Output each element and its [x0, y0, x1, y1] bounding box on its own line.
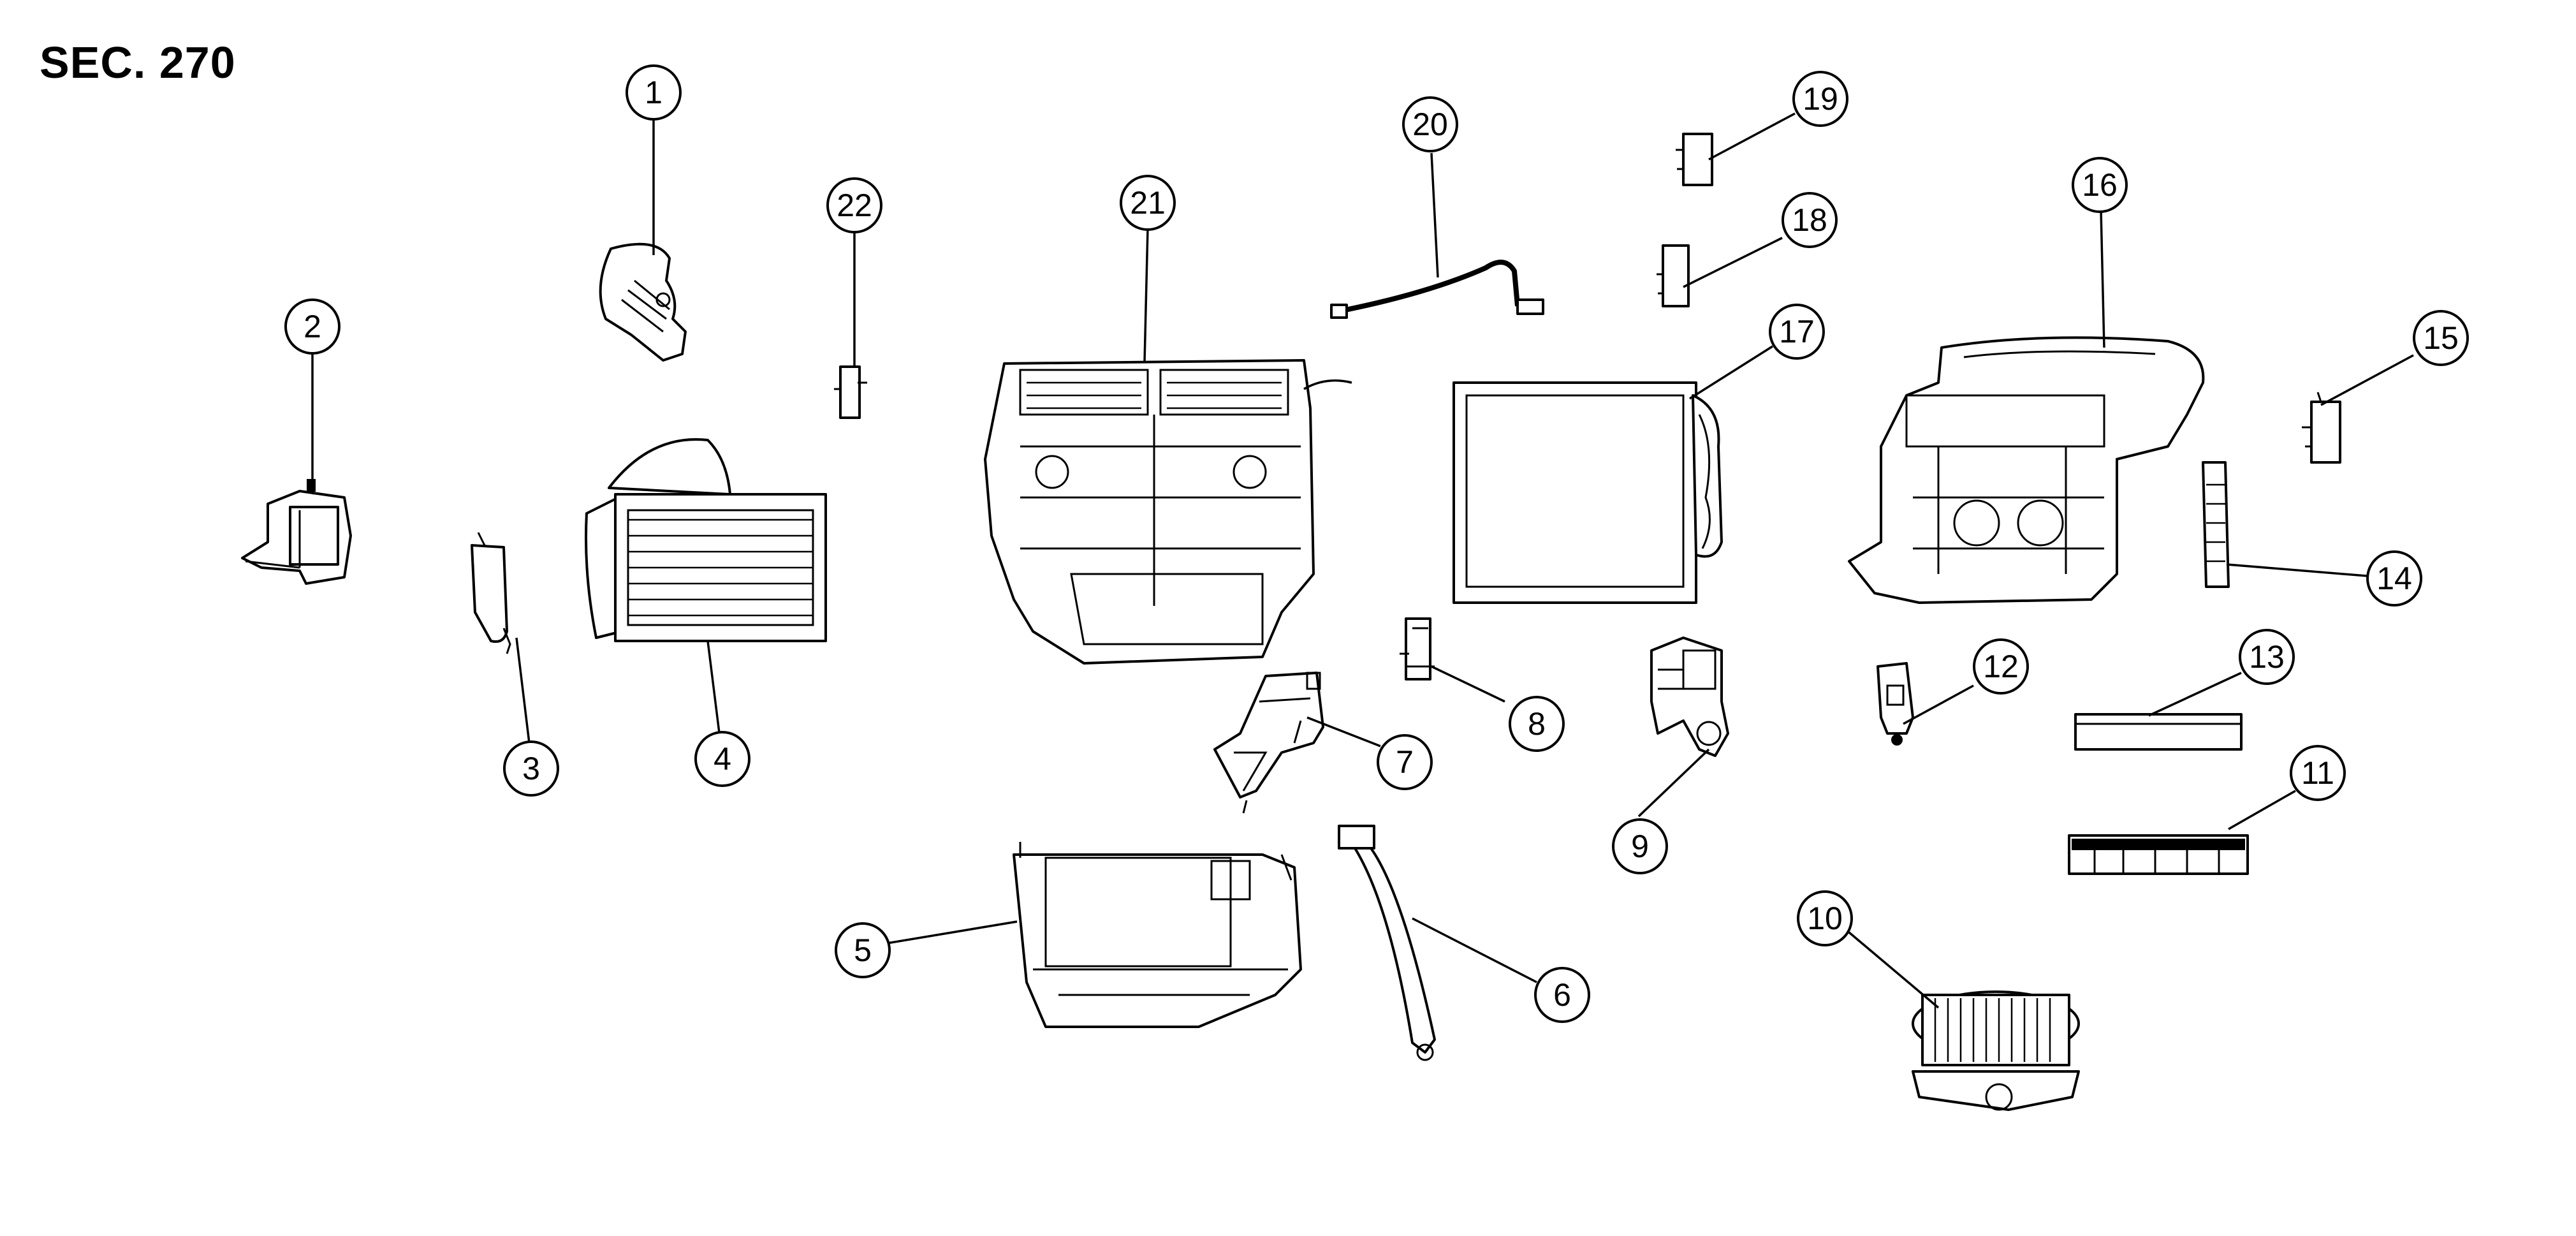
callout-8-label: 8	[1528, 706, 1546, 742]
callout-11: 11	[2290, 745, 2346, 801]
part-16-case-assembly	[1848, 336, 2205, 604]
callout-22-label: 22	[837, 188, 872, 223]
callout-4-label: 4	[714, 741, 731, 777]
part-22-sensor	[834, 365, 867, 419]
callout-6: 6	[1534, 967, 1590, 1023]
part-8-actuator	[1400, 617, 1435, 681]
callout-2-label: 2	[304, 309, 321, 344]
part-12-resistor	[1877, 662, 1914, 746]
part-1-bracket	[599, 242, 687, 362]
part-13-filter	[2074, 713, 2243, 751]
callout-16-label: 16	[2082, 167, 2118, 203]
part-19-sensor	[1676, 133, 1713, 186]
callout-1-label: 1	[645, 75, 662, 110]
callout-15: 15	[2413, 310, 2469, 366]
callout-9: 9	[1612, 818, 1668, 874]
callout-7: 7	[1377, 734, 1433, 790]
callout-5: 5	[835, 922, 891, 978]
callout-20-label: 20	[1412, 107, 1448, 142]
callout-4: 4	[694, 731, 750, 787]
callout-7-label: 7	[1396, 744, 1414, 780]
callout-19-label: 19	[1803, 81, 1838, 117]
part-21-heater-unit	[984, 359, 1352, 665]
part-10-blower-motor	[1912, 990, 2080, 1111]
callout-2: 2	[284, 298, 340, 355]
callout-22: 22	[826, 177, 882, 233]
callout-10: 10	[1797, 890, 1853, 946]
callout-21: 21	[1120, 175, 1176, 231]
callout-13: 13	[2239, 629, 2295, 685]
callout-21-label: 21	[1130, 185, 1166, 221]
callout-16: 16	[2072, 157, 2128, 213]
part-3-sensor	[471, 532, 511, 654]
callout-20: 20	[1402, 96, 1458, 152]
callout-13-label: 13	[2249, 639, 2285, 675]
part-9-actuator	[1650, 636, 1729, 757]
callout-17: 17	[1769, 304, 1825, 360]
callout-15-label: 15	[2423, 320, 2459, 356]
part-14-aspirator	[2202, 461, 2230, 588]
callout-19: 19	[1792, 71, 1848, 127]
part-11-filter-holder	[2068, 834, 2249, 875]
callout-14-label: 14	[2376, 561, 2412, 596]
part-7-duct	[1213, 672, 1324, 814]
part-15-actuator	[2302, 392, 2341, 464]
part-20-harness	[1330, 260, 1544, 319]
callout-12: 12	[1973, 638, 2029, 695]
callout-18: 18	[1782, 192, 1838, 248]
part-4-heater-core	[585, 438, 827, 642]
callout-14: 14	[2366, 550, 2422, 607]
callout-3-label: 3	[522, 751, 540, 786]
callout-8: 8	[1509, 696, 1565, 752]
callout-10-label: 10	[1807, 901, 1843, 936]
callout-3: 3	[503, 740, 559, 797]
part-18-sensor	[1657, 244, 1690, 307]
callout-11-label: 11	[2301, 755, 2334, 791]
callout-1: 1	[626, 64, 682, 121]
callout-18-label: 18	[1792, 202, 1827, 238]
section-title: SEC. 270	[40, 38, 236, 87]
leader-lines	[311, 112, 2414, 1009]
part-5-lower-case	[1013, 842, 1302, 1028]
callout-9-label: 9	[1631, 828, 1649, 864]
callout-17-label: 17	[1779, 314, 1815, 349]
callout-5-label: 5	[854, 932, 872, 968]
part-6-drain-hose	[1338, 825, 1436, 1061]
callout-6-label: 6	[1553, 977, 1571, 1013]
callout-12-label: 12	[1983, 649, 2019, 684]
part-17-evaporator	[1453, 381, 1723, 604]
part-2-actuator	[241, 479, 352, 585]
